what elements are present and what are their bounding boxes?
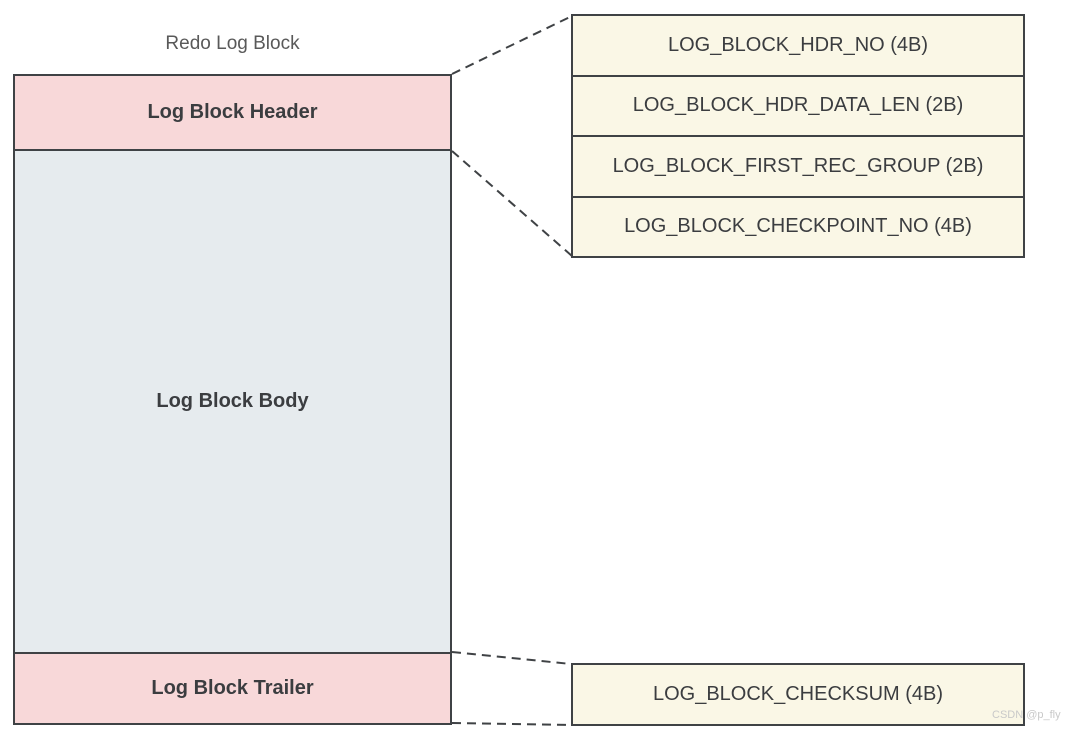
log-block-header-label: Log Block Header [147,101,318,123]
header-fields-stack: LOG_BLOCK_HDR_NO (4B) LOG_BLOCK_HDR_DATA… [571,14,1025,258]
connector-header-bottom-line [451,150,573,257]
trailer-field-checksum: LOG_BLOCK_CHECKSUM (4B) [571,663,1025,726]
field-label: LOG_BLOCK_FIRST_REC_GROUP (2B) [612,154,984,177]
connector-trailer-bottom-line [451,722,572,726]
field-label: LOG_BLOCK_HDR_NO (4B) [667,33,929,56]
field-label: LOG_BLOCK_CHECKSUM (4B) [652,683,944,705]
field-label: LOG_BLOCK_HDR_DATA_LEN (2B) [632,94,964,117]
diagram-title: Redo Log Block [165,33,300,54]
field-label: LOG_BLOCK_CHECKPOINT_NO (4B) [624,215,972,238]
connector-header-top-line [451,15,573,75]
log-block-trailer-label: Log Block Trailer [151,677,314,699]
watermark: CSDN @p_fly [992,709,1061,721]
log-block-body-section: Log Block Body [15,151,450,652]
connector-trailer-top-line [451,651,572,665]
redo-log-block: Log Block Header Log Block Body Log Bloc… [13,74,452,725]
field-row-hdr-data-len: LOG_BLOCK_HDR_DATA_LEN (2B) [573,74,1023,135]
field-row-first-rec-group: LOG_BLOCK_FIRST_REC_GROUP (2B) [573,135,1023,196]
log-block-body-label: Log Block Body [156,390,309,412]
log-block-header-section: Log Block Header [15,76,450,151]
log-block-trailer-section: Log Block Trailer [15,652,450,723]
field-row-hdr-no: LOG_BLOCK_HDR_NO (4B) [573,16,1023,75]
field-row-checkpoint-no: LOG_BLOCK_CHECKPOINT_NO (4B) [573,195,1023,256]
